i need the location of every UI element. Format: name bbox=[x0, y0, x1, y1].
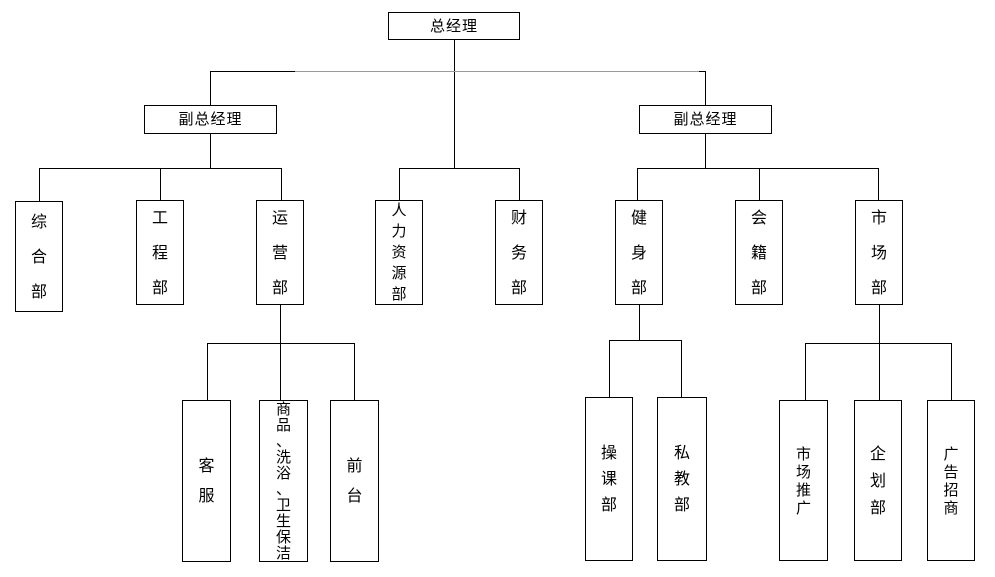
org-node-operations-dept: 运营部 bbox=[256, 200, 304, 305]
connector-line bbox=[399, 168, 519, 169]
org-node-customer-service: 客服 bbox=[182, 400, 231, 562]
connector-line bbox=[705, 71, 706, 105]
org-node-deputy-gm-right: 副总经理 bbox=[639, 105, 772, 134]
org-node-label: 市场推广 bbox=[796, 444, 812, 517]
connector-line bbox=[210, 134, 211, 168]
org-node-label: 财务部 bbox=[511, 208, 528, 297]
connector-line bbox=[207, 343, 354, 344]
org-node-market-promotion: 市场推广 bbox=[779, 400, 828, 561]
connector-line bbox=[951, 343, 952, 400]
connector-line bbox=[879, 305, 880, 400]
connector-line bbox=[639, 305, 640, 340]
connector-line bbox=[609, 340, 610, 397]
org-node-label: 健身部 bbox=[631, 208, 648, 297]
org-node-label: 企划部 bbox=[870, 444, 887, 517]
org-node-label: 市场部 bbox=[871, 208, 888, 297]
org-node-label: 前台 bbox=[346, 456, 363, 505]
org-node-label: 客服 bbox=[198, 456, 215, 505]
org-node-membership-dept: 会籍部 bbox=[735, 200, 783, 305]
connector-line bbox=[210, 71, 295, 72]
connector-line bbox=[805, 343, 806, 400]
connector-line bbox=[519, 168, 520, 200]
connector-line bbox=[609, 340, 681, 341]
org-node-label: 操课部 bbox=[601, 443, 618, 514]
connector-line bbox=[805, 343, 951, 344]
connector-line bbox=[637, 168, 878, 169]
connector-line bbox=[280, 304, 281, 400]
org-node-label: 总经理 bbox=[429, 16, 478, 35]
org-node-goods-bathing-cleaning: 商品、洗浴、卫生保洁 bbox=[259, 400, 308, 562]
org-node-label: 私教部 bbox=[674, 443, 691, 514]
connector-line bbox=[454, 40, 455, 168]
org-node-label: 综合部 bbox=[31, 212, 48, 301]
org-node-deputy-gm-left: 副总经理 bbox=[144, 105, 277, 134]
connector-line bbox=[39, 168, 40, 201]
connector-line bbox=[210, 71, 211, 105]
connector-line bbox=[207, 343, 208, 400]
connector-line bbox=[295, 71, 699, 72]
org-node-label: 运营部 bbox=[272, 208, 289, 297]
org-node-personal-training-dept: 私教部 bbox=[657, 397, 707, 561]
org-node-label: 广告招商 bbox=[943, 444, 959, 517]
org-node-fitness-dept: 健身部 bbox=[615, 200, 663, 305]
connector-line bbox=[681, 340, 682, 397]
org-node-hr-dept: 人力资源部 bbox=[375, 200, 423, 305]
connector-line bbox=[160, 168, 161, 200]
org-node-finance-dept: 财务部 bbox=[495, 200, 543, 305]
connector-line bbox=[281, 168, 282, 200]
org-node-general-manager: 总经理 bbox=[388, 12, 520, 40]
connector-line bbox=[759, 168, 760, 200]
org-node-label: 人力资源部 bbox=[391, 201, 407, 303]
org-node-general-affairs-dept: 综合部 bbox=[15, 201, 63, 312]
org-node-label: 工程部 bbox=[152, 208, 169, 297]
org-node-group-class-dept: 操课部 bbox=[585, 397, 633, 561]
org-node-engineering-dept: 工程部 bbox=[136, 200, 184, 305]
org-node-marketing-dept: 市场部 bbox=[855, 200, 903, 305]
org-node-ad-investment: 广告招商 bbox=[927, 400, 975, 561]
connector-line bbox=[354, 343, 355, 400]
org-node-label: 副总经理 bbox=[673, 110, 738, 128]
org-node-planning-dept: 企划部 bbox=[854, 400, 902, 561]
connector-line bbox=[637, 168, 638, 200]
connector-line bbox=[878, 168, 879, 200]
org-node-label: 商品、洗浴、卫生保洁 bbox=[276, 400, 292, 562]
connector-line bbox=[399, 168, 400, 200]
connector-line bbox=[699, 71, 705, 72]
org-node-front-desk: 前台 bbox=[330, 400, 379, 562]
org-node-label: 副总经理 bbox=[178, 110, 243, 128]
connector-line bbox=[705, 134, 706, 168]
org-node-label: 会籍部 bbox=[751, 208, 768, 297]
